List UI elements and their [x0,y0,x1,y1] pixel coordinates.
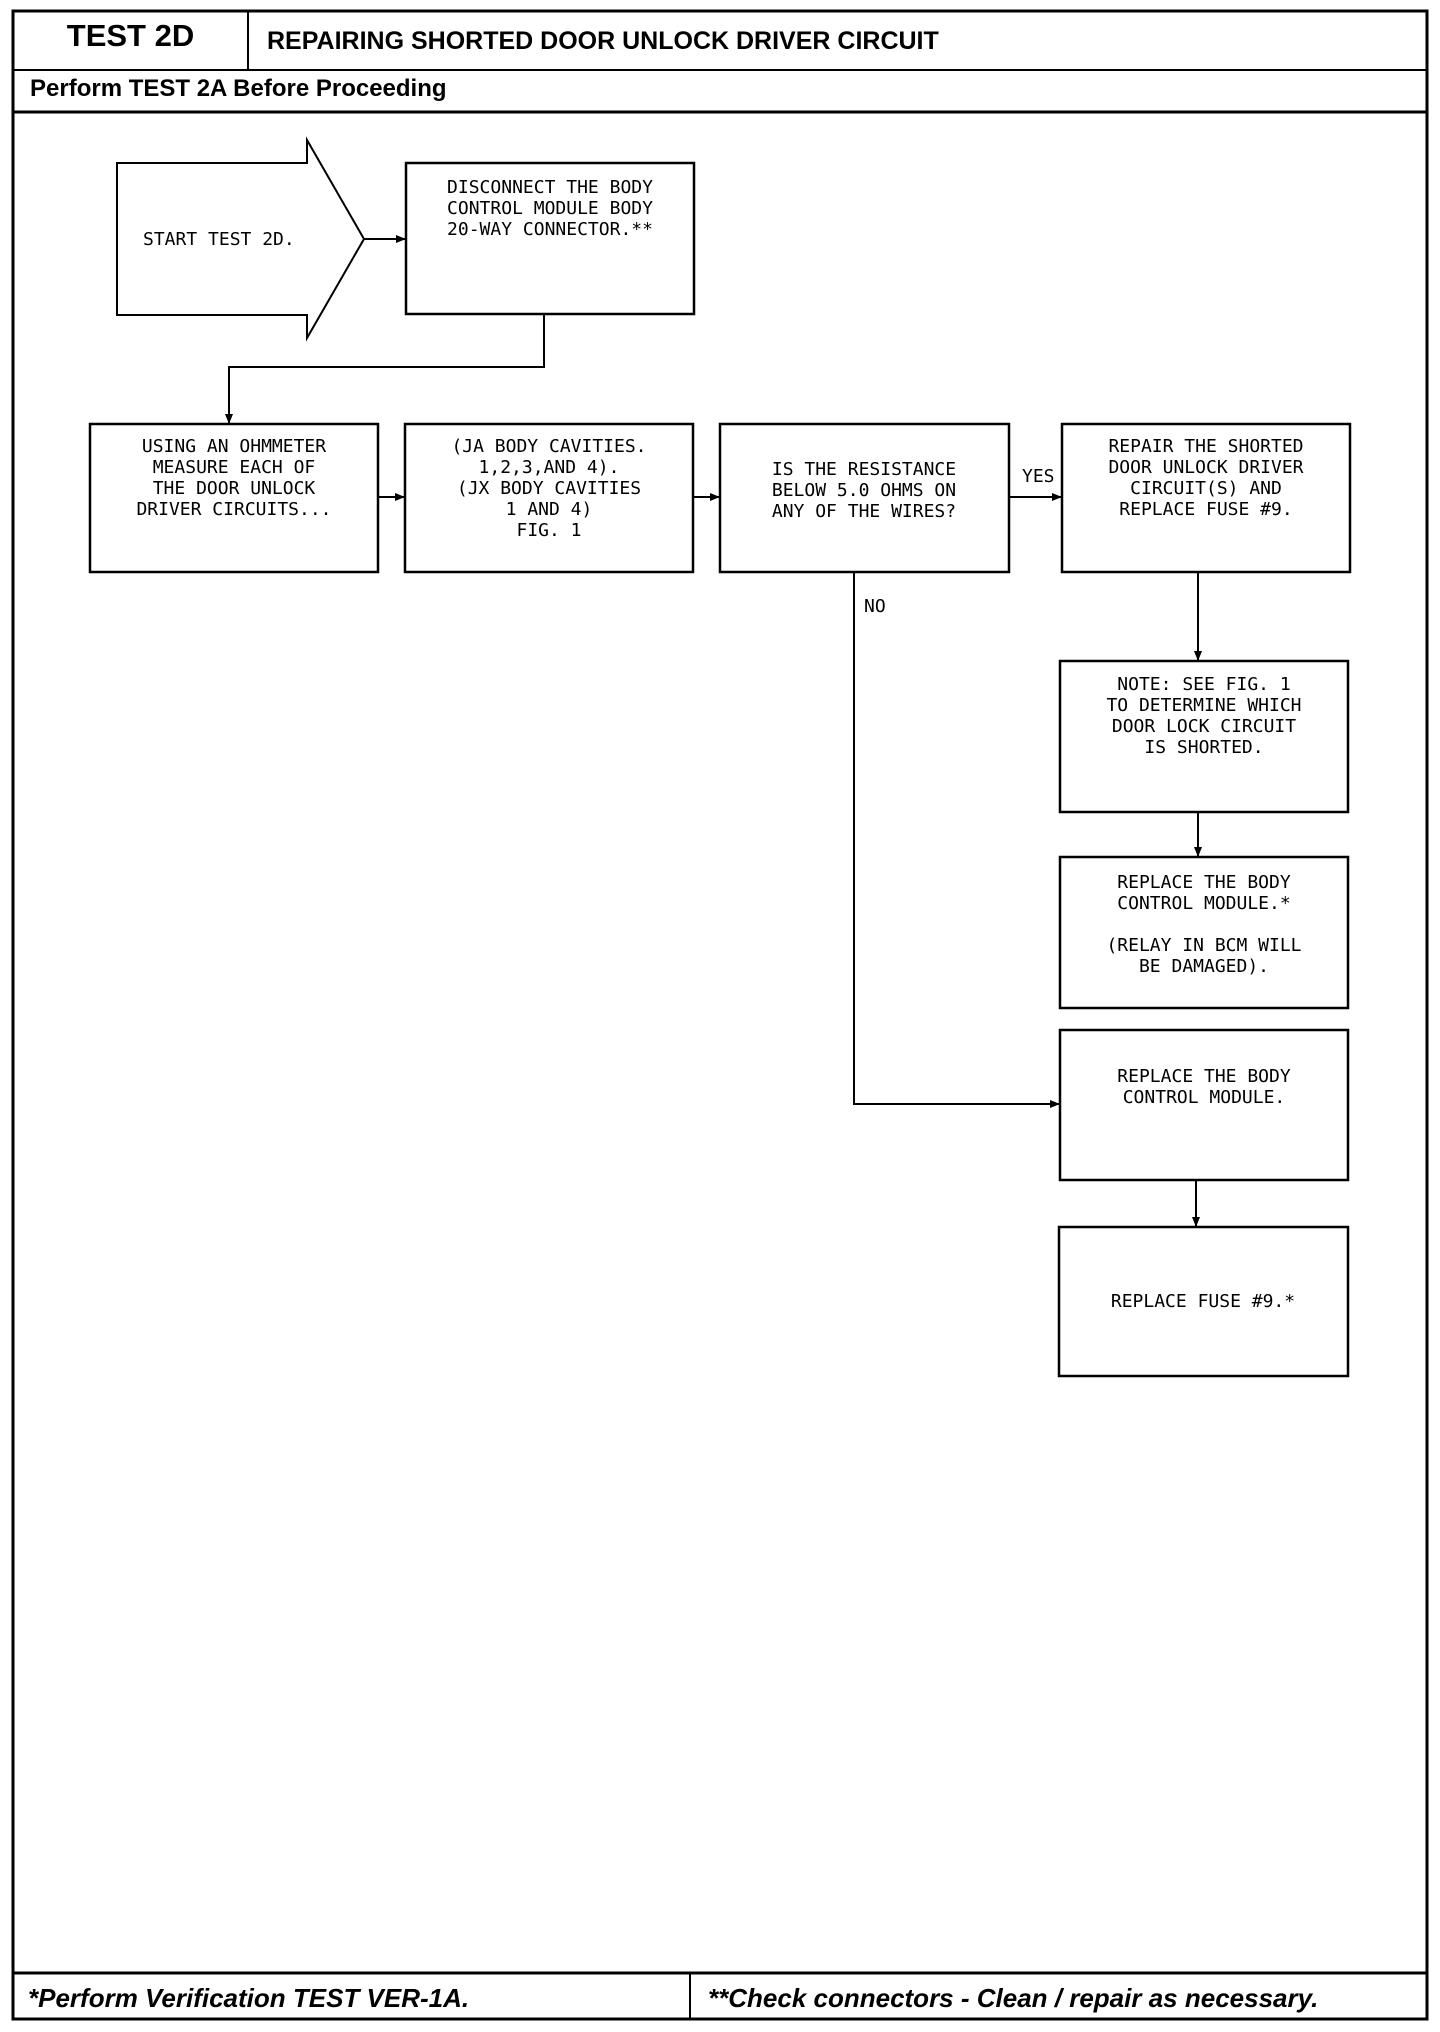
measure-box-line: THE DOOR UNLOCK [153,478,316,499]
test-id: TEST 2D [66,18,195,53]
cavities-box-line: 1 AND 4) [506,499,593,520]
connector-disconnect-to-measure [225,314,545,424]
disconnect-box [404,161,696,316]
page-title: REPAIRING SHORTED DOOR UNLOCK DRIVER CIR… [267,27,939,55]
disconnect-box-line: 20-WAY CONNECTOR.** [447,219,653,240]
note-box-line: DOOR LOCK CIRCUIT [1112,716,1296,737]
replace-bcm-box [1058,1028,1350,1182]
decision-box-line: BELOW 5.0 OHMS ON [772,480,956,501]
note-box-line: NOTE: SEE FIG. 1 [1117,674,1290,695]
connector-no [853,572,1060,1108]
disconnect-box-line: DISCONNECT THE BODY [447,177,653,198]
replace-bcm-damaged-box-line: CONTROL MODULE.* [1117,893,1290,914]
repair-box-line: REPLACE FUSE #9. [1119,499,1292,520]
note-box-line: IS SHORTED. [1144,737,1263,758]
start-label: START TEST 2D. [143,229,295,250]
measure-box-line: USING AN OHMMETER [142,436,326,457]
replace-bcm-damaged-box-line: REPLACE THE BODY [1117,872,1291,893]
repair-box [1060,422,1352,574]
replace-bcm-box-line: REPLACE THE BODY [1117,1066,1291,1087]
no-label: NO [864,596,886,617]
replace-fuse-box [1057,1225,1350,1378]
note-box-line: TO DETERMINE WHICH [1106,695,1301,716]
decision-box-line: IS THE RESISTANCE [772,459,956,480]
yes-label: YES [1022,466,1055,487]
replace-bcm-damaged-box [1058,855,1350,1010]
replace-bcm-damaged-box-line: BE DAMAGED). [1139,956,1269,977]
replace-fuse-box-line: REPLACE FUSE #9.* [1111,1291,1295,1312]
prerequisite-note: Perform TEST 2A Before Proceeding [30,75,447,102]
measure-box [88,422,380,574]
footer-verification-note: *Perform Verification TEST VER-1A. [28,1983,470,2013]
repair-box-line: CIRCUIT(S) AND [1130,478,1282,499]
replace-bcm-damaged-box-line: (RELAY IN BCM WILL [1106,935,1301,956]
note-box [1058,659,1350,814]
disconnect-box-line: CONTROL MODULE BODY [447,198,653,219]
repair-box-line: DOOR UNLOCK DRIVER [1108,457,1303,478]
cavities-box-line: FIG. 1 [516,520,581,541]
repair-box-line: REPAIR THE SHORTED [1108,436,1303,457]
decision-box [718,422,1011,574]
footer-connector-note: **Check connectors - Clean / repair as n… [708,1983,1319,2013]
cavities-box-line: (JA BODY CAVITIES. [451,436,646,457]
replace-bcm-box-line: CONTROL MODULE. [1123,1087,1286,1108]
cavities-box-line: 1,2,3,AND 4). [479,457,620,478]
cavities-box [403,422,695,574]
measure-box-line: MEASURE EACH OF [153,457,316,478]
measure-box-line: DRIVER CIRCUITS... [136,499,331,520]
decision-box-line: ANY OF THE WIRES? [772,501,956,522]
cavities-box-line: (JX BODY CAVITIES [457,478,641,499]
start-arrow-shape [116,136,366,342]
